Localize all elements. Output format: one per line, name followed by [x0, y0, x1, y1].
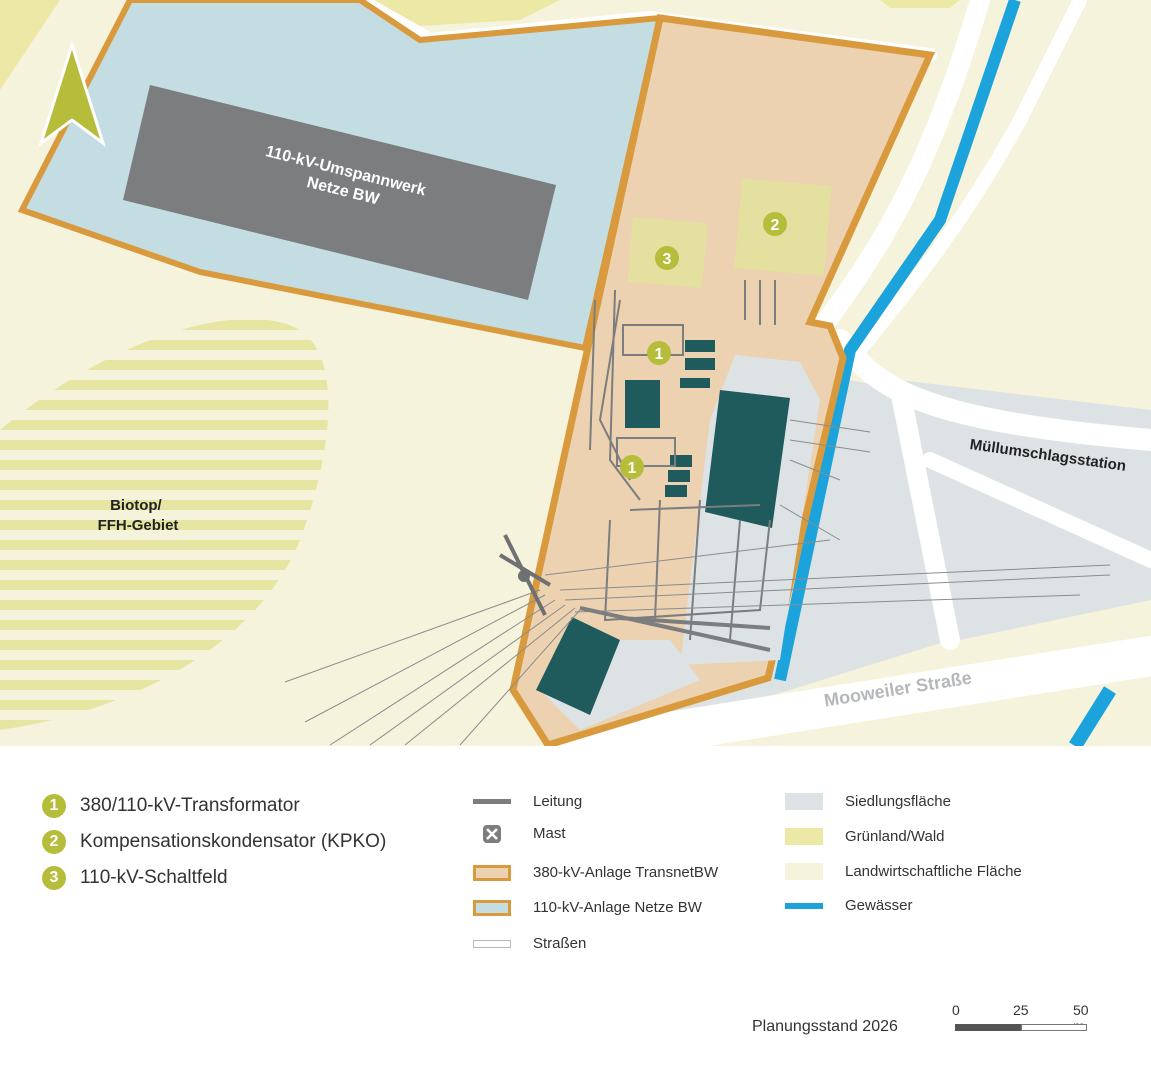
mast-icon: [498, 534, 552, 616]
scale-label-25: 25: [1013, 1002, 1029, 1018]
legend-item-gruenland: Grünland/Wald: [785, 828, 945, 845]
water-icon: [785, 898, 823, 914]
area-110-icon: [473, 899, 511, 916]
number-badge: 3: [42, 866, 66, 890]
substation-building: [123, 85, 556, 300]
scale-segment-dark: [955, 1024, 1021, 1031]
svg-text:1: 1: [628, 460, 637, 477]
legend-item-110kv: 110-kV-Anlage Netze BW: [473, 899, 702, 916]
site-plan-map: 1 1 2 3 110-kV-Umspannwerk Netze BW Biot…: [0, 0, 1151, 746]
technical-buildings: [536, 340, 790, 715]
agriculture-icon: [785, 863, 823, 880]
mast-icon: [473, 824, 511, 843]
legend-item-gewaesser: Gewässer: [785, 897, 913, 914]
svg-text:3: 3: [663, 251, 672, 268]
biotope-area: [0, 318, 329, 730]
legend-item-mast: Mast: [473, 824, 566, 843]
grassland-top-left: [0, 0, 60, 90]
area-380-icon: [473, 864, 511, 881]
legend-item-transformer: 1 380/110-kV-Transformator: [42, 793, 300, 819]
road-icon: [473, 939, 511, 948]
scale-label-0: 0: [952, 1002, 960, 1018]
svg-text:2: 2: [771, 217, 780, 234]
north-arrow-icon: [38, 40, 106, 147]
legend-label: Kompensationskondensator (KPKO): [80, 831, 387, 852]
legend-label: 380/110-kV-Transformator: [80, 795, 300, 816]
line-icon: [473, 794, 511, 810]
water-channel-south: [1069, 686, 1116, 746]
grassland-top: [370, 0, 560, 26]
legend-item-380kv: 380-kV-Anlage TransnetBW: [473, 864, 718, 881]
number-badge: 1: [42, 794, 66, 818]
marker-transformer-1: 1: [647, 341, 671, 365]
settlement-icon: [785, 793, 823, 810]
svg-text:1: 1: [655, 346, 664, 363]
marker-kpko: 2: [763, 212, 787, 236]
marker-transformer-2: 1: [620, 455, 644, 479]
power-lines: [284, 419, 1111, 746]
biotope-label: Biotop/ FFH-Gebiet: [98, 497, 179, 534]
legend: 1 380/110-kV-Transformator 2 Kompensatio…: [0, 746, 1151, 1080]
grassland-patch: [880, 0, 960, 8]
legend-item-kpko: 2 Kompensationskondensator (KPKO): [42, 829, 386, 855]
legend-item-leitung: Leitung: [473, 793, 582, 810]
water-channel: [774, 0, 1021, 682]
legend-item-strassen: Straßen: [473, 935, 586, 952]
scale-bar: 0 25 50 m: [952, 1002, 1089, 1036]
legend-item-switching-field: 3 110-kV-Schaltfeld: [42, 865, 228, 891]
planning-status: Planungsstand 2026: [752, 1018, 898, 1035]
legend-item-landwirtschaft: Landwirtschaftliche Fläche: [785, 863, 1022, 880]
marker-switching-field: 3: [655, 246, 679, 270]
scale-segment-light: [1021, 1024, 1087, 1031]
legend-item-siedlung: Siedlungsfläche: [785, 793, 951, 810]
number-badge: 2: [42, 830, 66, 854]
legend-label: 110-kV-Schaltfeld: [80, 867, 228, 888]
grassland-icon: [785, 828, 823, 845]
power-line-bundle: [579, 606, 771, 652]
